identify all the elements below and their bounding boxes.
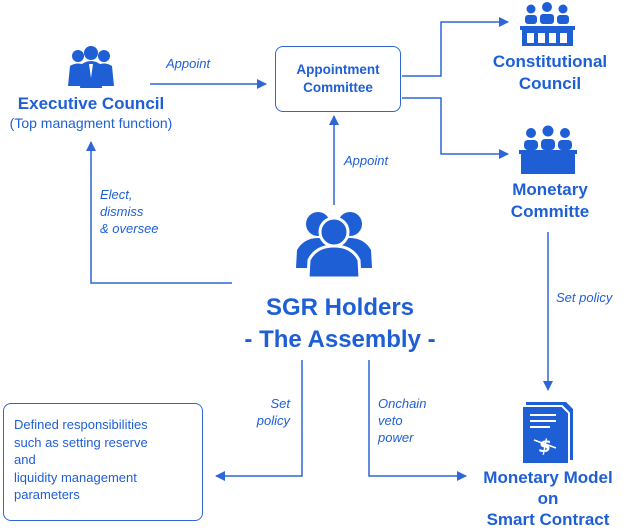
appointment-committee-line1: Appointment (296, 62, 380, 77)
svg-text:$: $ (539, 436, 552, 457)
sgr-holders-title: SGR Holders - The Assembly - (220, 292, 460, 356)
edge-elect (86, 141, 232, 284)
sgr-holders-line2: - The Assembly - (244, 326, 436, 353)
monetary-model-title: Monetary Model on Smart Contract (470, 467, 626, 530)
council-icon (520, 2, 575, 46)
committee-icon (519, 125, 577, 174)
monetary-model-line2: on (537, 489, 559, 508)
edge-label-veto-line3: power (378, 430, 414, 445)
monetary-committe-title: Monetary Committe (480, 179, 620, 223)
edge-label-appoint-top: Appoint (166, 56, 211, 71)
sgr-holders-line1: SGR Holders (265, 294, 415, 321)
edge-label-set-policy-left-line2: policy (256, 413, 290, 428)
monetary-committe-line2: Committe (510, 202, 590, 221)
edge-label-set-policy-left: Set policy (250, 395, 290, 429)
executive-council-title: Executive Council (17, 94, 165, 113)
edge-label-elect: Elect, dismiss & oversee (100, 186, 159, 237)
edge-label-elect-line1: Elect, (100, 187, 133, 202)
monetary-model-line3: Smart Contract (486, 510, 610, 529)
appointment-committee-box: Appointment Committee (275, 46, 401, 112)
edge-label-elect-line2: dismiss (100, 204, 144, 219)
responsibilities-line2: such as setting reserve (14, 434, 148, 450)
edge-label-set-policy-right: Set policy (556, 290, 613, 305)
responsibilities-line4: liquidity management (14, 469, 137, 485)
constitutional-council-line1: Constitutional (492, 52, 608, 71)
responsibilities-box: Defined responsibilities such as setting… (3, 403, 203, 521)
edge-set-policy-left (215, 360, 303, 481)
responsibilities-line5: parameters (14, 487, 80, 502)
appointment-committee-line2: Committee (303, 80, 373, 95)
constitutional-council-line2: Council (518, 74, 582, 93)
edge-to-monetary-committe (402, 97, 509, 159)
edge-veto (368, 360, 467, 481)
edge-label-appoint-mid: Appoint (344, 153, 389, 168)
edge-label-elect-line3: & oversee (100, 221, 159, 236)
edge-label-veto-line2: veto (378, 413, 403, 428)
edge-label-veto: Onchain veto power (378, 395, 426, 446)
monetary-model-line1: Monetary Model (483, 468, 613, 487)
assembly-icon (296, 212, 372, 280)
monetary-committe-line1: Monetary (512, 180, 588, 199)
edge-label-set-policy-left-line1: Set (270, 396, 290, 411)
contract-document-icon: $ (521, 402, 573, 465)
responsibilities-line1: Defined responsibilities (14, 417, 148, 432)
executive-council-subtitle: (Top managment function) (9, 115, 173, 131)
edge-to-constitutional (402, 17, 509, 77)
constitutional-council-title: Constitutional Council (480, 51, 620, 95)
responsibilities-line3: and (14, 452, 36, 467)
team-icon (68, 46, 114, 88)
edge-label-veto-line1: Onchain (378, 396, 427, 411)
